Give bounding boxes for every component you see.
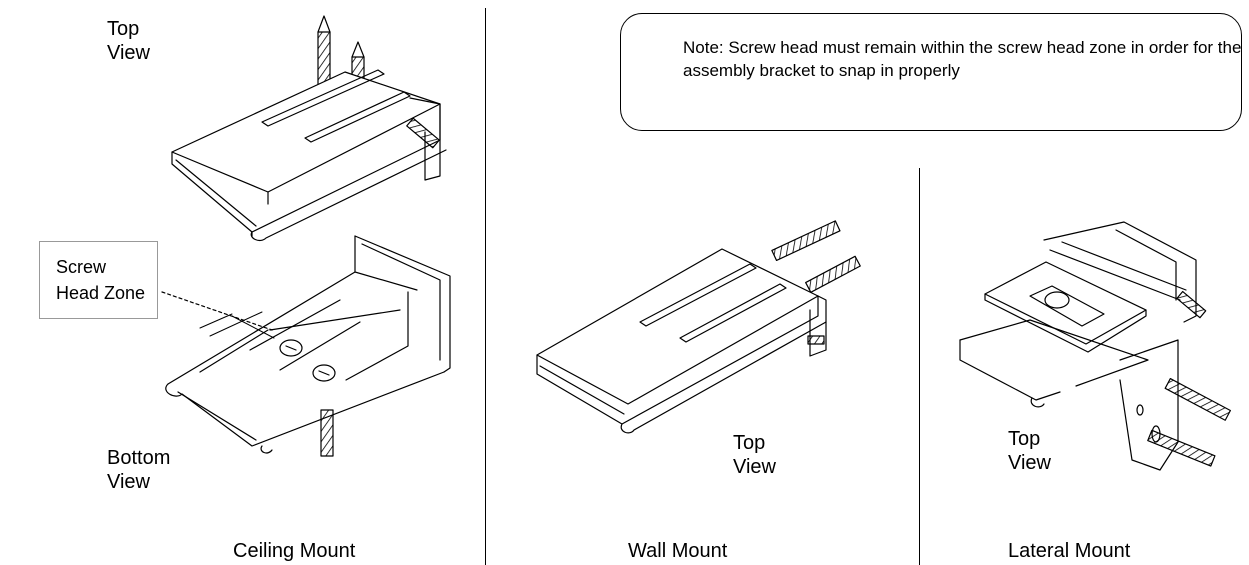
screw-icon (806, 256, 861, 292)
wall-top-view-label: Top View (733, 432, 776, 478)
callout-label: Screw Head Zone (56, 257, 146, 303)
lateral-bracket (960, 222, 1230, 470)
screw-head-icon (280, 340, 302, 356)
lateral-mount-caption: Lateral Mount (1008, 540, 1131, 562)
screw-icon (1165, 379, 1230, 421)
lateral-top-view-label: Top View (1008, 428, 1051, 474)
screw-icon (1148, 430, 1215, 466)
screw-icon (772, 221, 840, 261)
section-divider-left (485, 8, 486, 565)
ceiling-bottom-bracket (162, 236, 450, 456)
ceiling-top-view-label: Top View (107, 18, 150, 64)
screw-head-icon (313, 365, 335, 381)
ceiling-top-bracket (172, 16, 446, 240)
screw-icon (321, 410, 333, 456)
ceiling-bottom-view-label: Bottom View (107, 447, 171, 493)
wall-bracket (537, 221, 860, 433)
note-box: Note: Screw head must remain within the … (620, 13, 1242, 131)
ceiling-mount-caption: Ceiling Mount (233, 540, 356, 562)
wall-mount-caption: Wall Mount (628, 540, 728, 562)
screw-head-icon (1045, 292, 1069, 308)
note-text: Note: Screw head must remain within the … (683, 38, 1242, 80)
screw-head-zone-callout: Screw Head Zone (39, 241, 158, 319)
section-divider-right (919, 168, 920, 565)
